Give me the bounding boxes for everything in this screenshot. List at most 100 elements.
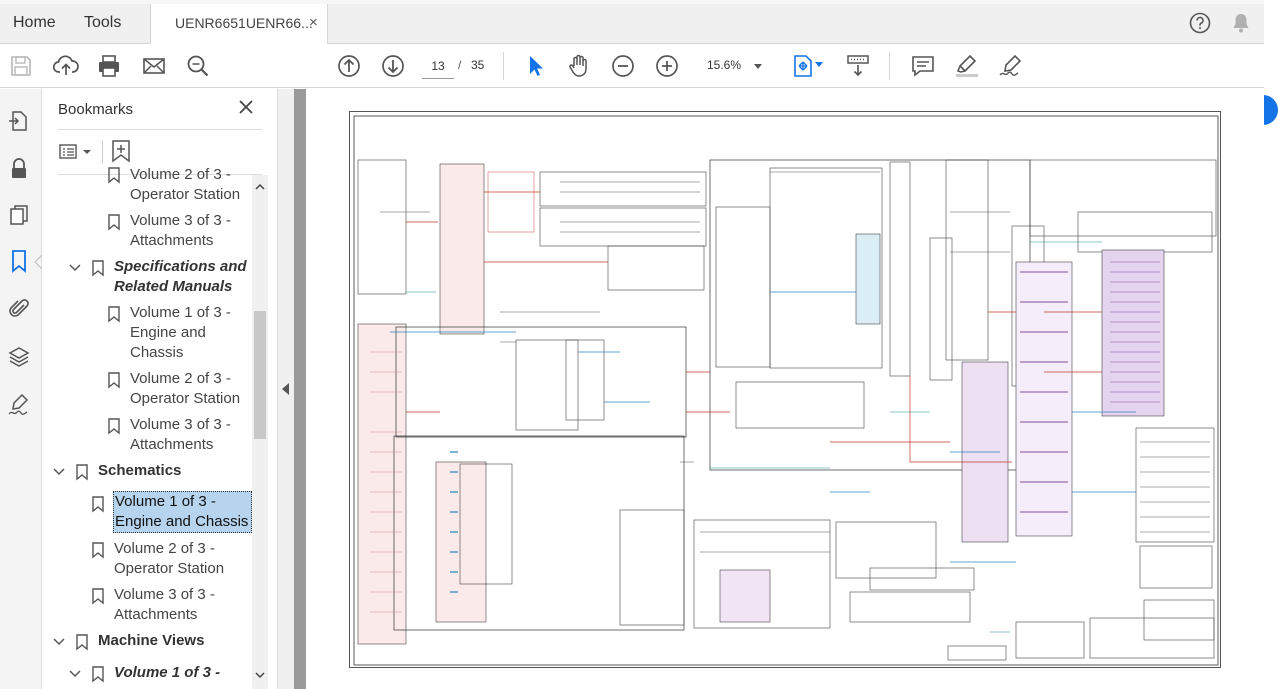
lock-icon[interactable]: [7, 157, 31, 181]
bookmark-flag-icon: [108, 418, 120, 435]
menu-bar: Home Tools UENR6651UENR66... ×: [0, 0, 1264, 45]
bookmark-item[interactable]: Volume 2 of 3 - Operator Station: [42, 369, 252, 413]
add-bookmark-icon[interactable]: [110, 139, 132, 163]
page-up-icon[interactable]: [336, 53, 362, 79]
panel-splitter[interactable]: [277, 89, 294, 689]
bookmark-item[interactable]: Volume 2 of 3 - Operator Station: [42, 539, 252, 583]
bookmark-flag-icon: [108, 167, 120, 184]
comment-icon[interactable]: [910, 53, 936, 79]
document-tab[interactable]: UENR6651UENR66... ×: [150, 4, 328, 45]
zoom-search-icon[interactable]: [185, 53, 211, 79]
chevron-down-icon[interactable]: [69, 263, 81, 273]
bookmark-item[interactable]: Volume 3 of 3 - Attachments: [42, 415, 252, 459]
toolbar-divider: [503, 52, 504, 80]
zoom-in-icon[interactable]: [654, 53, 680, 79]
signatures-icon[interactable]: [7, 392, 31, 416]
collapse-panel-icon[interactable]: [282, 383, 289, 395]
chevron-down-icon[interactable]: [815, 62, 823, 68]
save-icon[interactable]: [8, 53, 34, 79]
bookmark-item[interactable]: Volume 2 of 3 - Operator Station: [42, 165, 252, 209]
help-icon[interactable]: [1189, 12, 1211, 34]
sign-icon[interactable]: [998, 53, 1024, 79]
bookmark-item-machine-views[interactable]: Machine Views: [42, 631, 252, 655]
zoom-value[interactable]: 15.6%: [707, 58, 742, 72]
page-down-icon[interactable]: [380, 53, 406, 79]
schematic-drawing: [353, 115, 1219, 666]
bookmark-label[interactable]: Volume 1 of 3 - Engine and Chassis: [130, 304, 231, 361]
page-separator: /: [458, 58, 462, 72]
bookmark-label[interactable]: Volume 2 of 3 - Operator Station: [130, 166, 241, 203]
bell-icon[interactable]: [1230, 12, 1252, 34]
bookmark-label[interactable]: Volume 3 of 3 - Attachments: [114, 586, 215, 623]
chevron-down-icon[interactable]: [53, 637, 65, 647]
bookmark-flag-icon: [92, 260, 104, 277]
toolbar: 13 / 35 15.6%: [0, 44, 1278, 125]
panel-divider: [102, 141, 103, 163]
home-menu[interactable]: Home: [13, 14, 56, 31]
attachment-icon[interactable]: [7, 297, 31, 321]
document-gutter: [294, 89, 306, 689]
bookmarks-scrollbar[interactable]: [252, 175, 268, 689]
chevron-down-icon[interactable]: [754, 64, 762, 69]
bookmark-flag-icon: [92, 666, 104, 683]
bookmark-item-specifications[interactable]: Specifications and Related Manuals: [42, 257, 252, 301]
title-strip: [0, 0, 1264, 4]
page-thumbnails-icon[interactable]: [7, 203, 31, 227]
scrollbar-thumb[interactable]: [254, 311, 266, 439]
fit-page-icon[interactable]: [790, 53, 816, 79]
bookmark-item-selected[interactable]: Volume 1 of 3 - Engine and Chassis: [42, 491, 252, 537]
bookmark-item[interactable]: Volume 1 of 3 -: [42, 663, 252, 687]
bookmark-label[interactable]: Schematics: [98, 462, 182, 479]
mail-icon[interactable]: [141, 53, 167, 79]
page-total: 35: [471, 58, 485, 72]
bookmark-item-schematics[interactable]: Schematics: [42, 461, 252, 485]
hand-icon[interactable]: [566, 53, 592, 79]
layers-icon[interactable]: [7, 345, 31, 369]
bookmark-item[interactable]: Volume 1 of 3 - Engine and Chassis: [42, 303, 252, 367]
close-tab-button[interactable]: ×: [309, 14, 318, 31]
document-view[interactable]: [306, 89, 1264, 689]
bookmarks-title: Bookmarks: [58, 101, 134, 118]
bookmark-label[interactable]: Volume 1 of 3 - Engine and Chassis: [113, 491, 252, 533]
bookmark-flag-icon: [108, 214, 120, 231]
zoom-dropdown[interactable]: 15.6%: [700, 53, 770, 79]
chevron-down-icon[interactable]: [53, 467, 65, 477]
bookmark-flag-icon: [108, 372, 120, 389]
bookmark-label[interactable]: Volume 2 of 3 - Operator Station: [114, 540, 225, 577]
bookmark-label[interactable]: Machine Views: [98, 632, 205, 649]
bookmark-options-icon[interactable]: [58, 141, 94, 163]
toolbar-divider: [889, 52, 890, 80]
bookmark-label[interactable]: Volume 3 of 3 - Attachments: [130, 212, 231, 249]
chevron-up-icon[interactable]: [255, 183, 265, 191]
scroll-mode-icon[interactable]: [845, 53, 871, 79]
bookmark-flag-icon: [76, 634, 88, 651]
bookmark-flag-icon: [92, 588, 104, 605]
bookmark-panel-icon[interactable]: [7, 249, 31, 273]
print-icon[interactable]: [96, 53, 122, 79]
bookmark-item[interactable]: Volume 3 of 3 - Attachments: [42, 585, 252, 629]
active-panel-marker: [34, 254, 43, 270]
bookmark-flag-icon: [92, 542, 104, 559]
cloud-upload-icon[interactable]: [52, 53, 79, 79]
chevron-down-icon[interactable]: [255, 671, 265, 679]
bookmark-item[interactable]: Volume 3 of 3 - Attachments: [42, 211, 252, 255]
chevron-down-icon[interactable]: [69, 669, 81, 679]
bookmarks-panel: Bookmarks Volume 2 of 3 - Operator Stati…: [42, 89, 277, 689]
bookmark-tree: Volume 2 of 3 - Operator Station Volume …: [42, 166, 252, 689]
close-icon[interactable]: [238, 99, 254, 115]
export-pages-icon[interactable]: [7, 109, 31, 133]
bookmark-label[interactable]: Volume 3 of 3 - Attachments: [130, 416, 231, 453]
page-number-input[interactable]: 13: [422, 53, 454, 79]
bookmark-flag-icon: [92, 496, 104, 513]
bookmark-label[interactable]: Volume 1 of 3 -: [114, 664, 221, 681]
select-arrow-icon[interactable]: [522, 53, 548, 79]
bookmark-flag-icon: [76, 464, 88, 481]
bookmark-label[interactable]: Volume 2 of 3 - Operator Station: [130, 370, 241, 407]
bookmark-label[interactable]: Specifications and Related Manuals: [114, 258, 247, 295]
zoom-out-icon[interactable]: [610, 53, 636, 79]
panel-divider: [58, 129, 262, 130]
tools-menu[interactable]: Tools: [84, 14, 122, 31]
document-tab-title[interactable]: UENR6651UENR66...: [175, 15, 313, 31]
highlight-icon[interactable]: [954, 53, 980, 79]
bookmark-flag-icon: [108, 306, 120, 323]
